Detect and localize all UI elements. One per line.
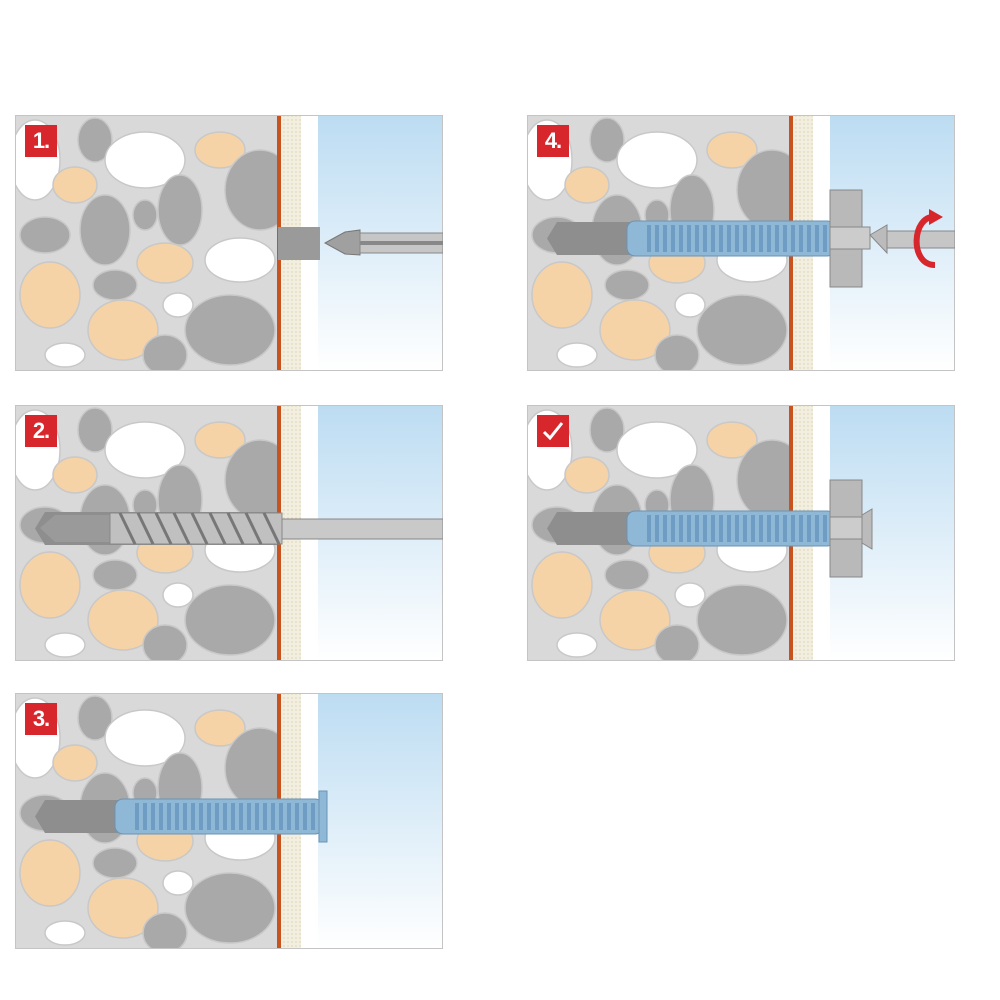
stone (604, 269, 650, 301)
step-2-badge: 2. (25, 415, 57, 447)
stone (616, 421, 698, 479)
step-4-badge: 4. (537, 125, 569, 157)
stone (589, 407, 625, 453)
step-3-badge: 3. (25, 703, 57, 735)
stone (92, 559, 138, 591)
stone (19, 261, 81, 329)
stone (204, 237, 276, 283)
stone (184, 294, 276, 366)
stone (44, 632, 86, 658)
stone (44, 342, 86, 368)
stone (556, 632, 598, 658)
stone (44, 920, 86, 946)
stone (104, 421, 186, 479)
drill-bit-icon (323, 229, 443, 256)
stone (77, 117, 113, 163)
step-4-illustration (527, 115, 955, 371)
drill-bit-icon (40, 512, 443, 545)
stone (19, 839, 81, 907)
stone (654, 624, 700, 661)
stone (556, 342, 598, 368)
stone (604, 559, 650, 591)
stone (19, 551, 81, 619)
stone (194, 131, 246, 169)
stone (104, 131, 186, 189)
step-1-illustration (15, 115, 443, 371)
stone (87, 877, 159, 939)
wall-anchor (626, 502, 840, 555)
stone (599, 589, 671, 651)
drill-entry (278, 227, 320, 260)
screw-head (861, 508, 873, 550)
stone (194, 709, 246, 747)
stone (184, 584, 276, 656)
stone (52, 166, 98, 204)
stone (162, 870, 194, 896)
step-3-illustration (15, 693, 443, 949)
stone (616, 131, 698, 189)
stone (674, 292, 706, 318)
step-done-badge (537, 415, 569, 447)
step-1-panel: 1. (15, 115, 443, 371)
step-2-illustration (15, 405, 443, 661)
stone (674, 582, 706, 608)
step-4-panel: 4. (527, 115, 955, 371)
stone (157, 174, 203, 246)
stone (224, 149, 277, 231)
step-2-panel: 2. (15, 405, 443, 661)
step-3-panel: 3. (15, 693, 443, 949)
wall-anchor (114, 790, 328, 843)
rotation-arrow-icon (913, 214, 936, 268)
wall-anchor (626, 212, 840, 265)
stone (589, 117, 625, 163)
checkmark-icon (542, 422, 564, 441)
stone (142, 334, 188, 371)
stone (19, 216, 71, 254)
stone (104, 709, 186, 767)
stone (599, 299, 671, 361)
stone (77, 695, 113, 741)
stone (77, 407, 113, 453)
stone (142, 912, 188, 949)
stone (531, 551, 593, 619)
step-done-illustration (527, 405, 955, 661)
stone (92, 847, 138, 879)
stone (706, 421, 758, 459)
stone (564, 456, 610, 494)
fixture-bracket (829, 189, 871, 288)
fixture-plate (318, 693, 443, 949)
step-done-panel (527, 405, 955, 661)
stone (52, 456, 98, 494)
stone (706, 131, 758, 169)
stone (194, 421, 246, 459)
stone (136, 242, 194, 284)
stone (79, 194, 131, 266)
stone (132, 199, 158, 231)
stone (162, 292, 194, 318)
stone (696, 584, 788, 656)
stone (696, 294, 788, 366)
stone (564, 166, 610, 204)
stone (162, 582, 194, 608)
stone (531, 261, 593, 329)
stone (142, 624, 188, 661)
step-1-badge: 1. (25, 125, 57, 157)
stone (52, 744, 98, 782)
stone (87, 589, 159, 651)
stone (654, 334, 700, 371)
stone (87, 299, 159, 361)
stone (184, 872, 276, 944)
stone (92, 269, 138, 301)
aggregate-stones (15, 117, 277, 371)
